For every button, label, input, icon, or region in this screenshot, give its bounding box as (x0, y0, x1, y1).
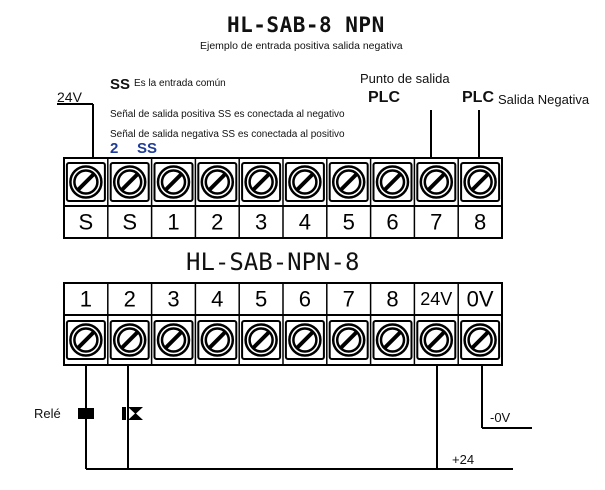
bottom-screw-icon (109, 320, 150, 360)
top-terminal-label: S (79, 210, 94, 235)
bottom-terminal-label: 2 (124, 287, 136, 312)
top-terminal-block: S S 1 2 3 4 5 6 7 8 (63, 157, 503, 239)
plc-left-label: PLC (368, 89, 400, 106)
minus-0v-label: -0V (490, 410, 511, 425)
top-screw-icon (197, 162, 238, 202)
bottom-screw-icon (284, 320, 325, 360)
supply-24v-label: 24V (57, 89, 82, 105)
bottom-screw-icon (197, 320, 238, 360)
bottom-screw-icon (372, 320, 413, 360)
relay-label: Relé (34, 406, 61, 421)
top-terminal-label: 1 (167, 210, 179, 235)
top-terminal-label: 6 (386, 210, 398, 235)
top-terminal-label: 8 (474, 210, 486, 235)
diagram-title: HL-SAB-8 NPN (227, 13, 385, 37)
top-screw-icon (460, 162, 501, 202)
bottom-screw-icon (65, 320, 106, 360)
valve-icon (122, 407, 143, 420)
top-screw-icon (109, 162, 150, 202)
plc-right-label: PLC (462, 89, 494, 106)
bottom-terminal-label: 7 (343, 287, 355, 312)
output-point-label: Punto de salida (360, 71, 450, 86)
common-desc: Es la entrada común (134, 78, 226, 89)
bottom-terminal-label: 4 (211, 287, 223, 312)
bottom-screw-icon (241, 320, 282, 360)
top-screw-icon (372, 162, 413, 202)
bottom-terminal-label: 3 (167, 287, 179, 312)
top-screw-icon (284, 162, 325, 202)
top-terminal-label: S (122, 210, 137, 235)
top-screw-icon (241, 162, 282, 202)
top-terminal-label: 3 (255, 210, 267, 235)
top-terminal-label: 2 (211, 210, 223, 235)
top-terminal-label: 5 (343, 210, 355, 235)
diagram-subtitle: Ejemplo de entrada positiva salida negat… (200, 40, 403, 52)
bottom-screw-icon (328, 320, 369, 360)
negative-output-label: Salida Negativa (498, 92, 590, 107)
bottom-terminal-label: 8 (386, 287, 398, 312)
plus-24-label: +24 (452, 452, 475, 467)
top-screw-icon (65, 162, 106, 202)
bottom-terminal-label: 6 (299, 287, 311, 312)
top-screw-icon (153, 162, 194, 202)
bottom-terminal-label: 1 (80, 287, 92, 312)
bottom-screw-icon (153, 320, 194, 360)
top-terminal-label: 4 (299, 210, 311, 235)
top-terminal-label: 7 (430, 210, 442, 235)
bottom-terminal-label: 24V (420, 289, 452, 309)
bottom-terminal-label: 5 (255, 287, 267, 312)
note-negative: Señal de salida negativa SS es conectada… (110, 129, 345, 140)
bottom-terminal-block: 1 2 3 4 5 6 7 8 24V 0V (63, 282, 503, 366)
note-positive: Señal de salida positiva SS es conectada… (110, 109, 345, 120)
common-abbr: SS (110, 76, 131, 93)
bottom-screw-icon (460, 320, 501, 360)
bottom-screw-icon (416, 320, 457, 360)
blue-mark-ss: SS (137, 140, 158, 157)
relay-icon (78, 408, 94, 419)
top-screw-icon (416, 162, 457, 202)
blue-mark-2: 2 (110, 140, 119, 157)
top-screw-icon (328, 162, 369, 202)
bottom-terminal-label: 0V (467, 287, 494, 312)
module-title: HL-SAB-NPN-8 (186, 248, 360, 276)
